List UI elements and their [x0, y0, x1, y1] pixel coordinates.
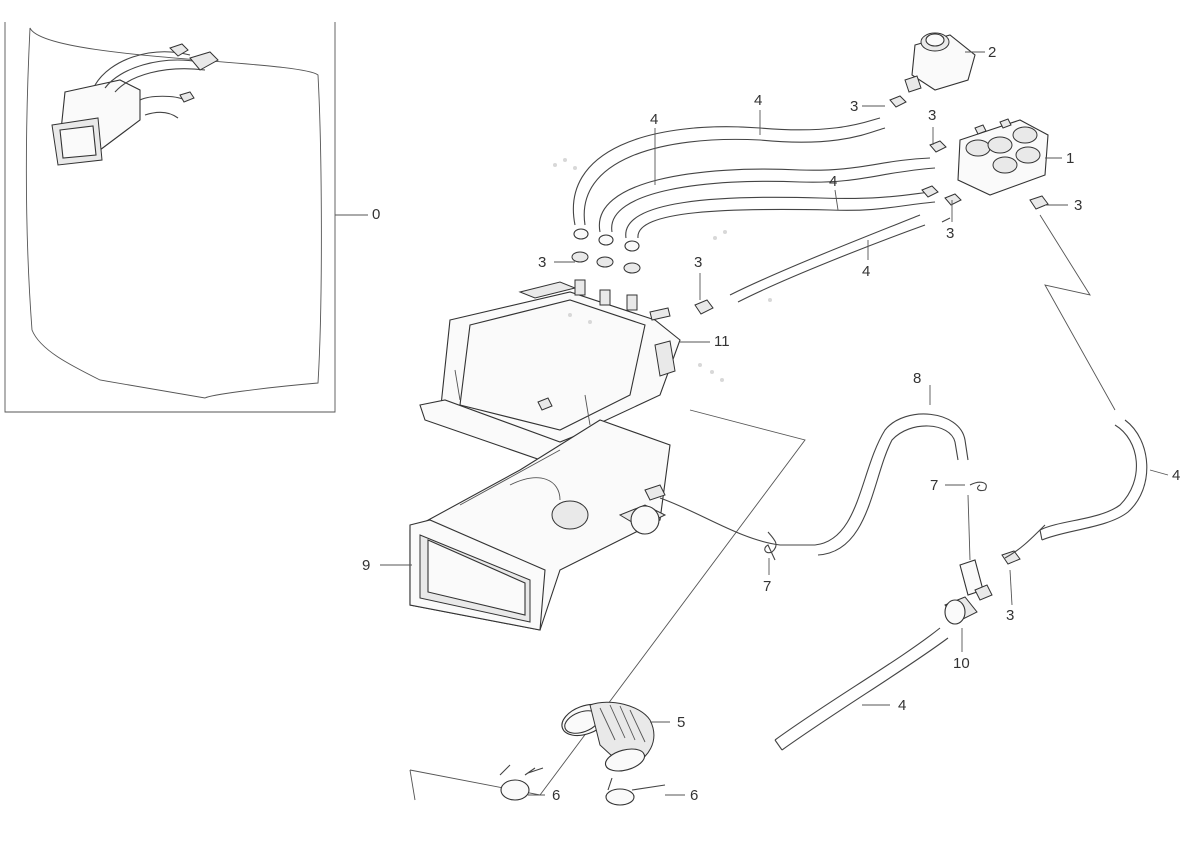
callout-3-housing-side: 3 [694, 254, 703, 271]
callout-10: 10 [953, 655, 970, 672]
callout-4-middle: 4 [829, 173, 838, 190]
callout-3-lower-valve: 3 [946, 225, 955, 242]
callout-6-right: 6 [690, 787, 699, 804]
callout-8: 8 [913, 370, 922, 387]
part-8-hose [659, 413, 969, 556]
part-10-connector [944, 559, 993, 625]
part-2-water-valve [904, 32, 976, 93]
callout-4-drain: 4 [898, 697, 907, 714]
part-7-hose-clips [764, 481, 987, 561]
part-11-dispenser-housing [419, 279, 681, 466]
callout-3-triple-valve: 3 [928, 107, 937, 124]
scan-speckles [553, 158, 772, 382]
callout-5: 5 [677, 714, 686, 731]
callout-11: 11 [714, 333, 730, 350]
callout-4-lower: 4 [862, 263, 871, 280]
callout-7-right: 7 [930, 477, 939, 494]
callout-1: 1 [1066, 150, 1075, 167]
callout-2: 2 [988, 44, 997, 61]
callout-3-housing-clamps: 3 [538, 254, 547, 271]
part-6-spring-clamps [499, 764, 666, 806]
callout-6-left: 6 [552, 787, 561, 804]
callout-4-left: 4 [650, 111, 659, 128]
part-1-triple-water-valve [957, 118, 1049, 196]
hose-group-plane [409, 409, 806, 796]
part-9-dispenser-box [409, 419, 671, 631]
callout-3-connector: 3 [1006, 607, 1015, 624]
part-5-bellows-hose [561, 701, 655, 772]
callout-3-right: 3 [1074, 197, 1083, 214]
lower-drain-hose [774, 627, 949, 751]
callout-4-top: 4 [754, 92, 763, 109]
right-long-hose [1004, 419, 1148, 559]
upper-hose-group [572, 117, 951, 303]
callout-7-left: 7 [763, 578, 772, 595]
callout-0: 0 [372, 206, 381, 223]
assembly-overview-inset [4, 22, 336, 413]
callout-3-valve: 3 [850, 98, 859, 115]
clamps-part-3 [571, 95, 1049, 565]
callout-4-right: 4 [1172, 467, 1181, 484]
callout-9: 9 [362, 557, 371, 574]
